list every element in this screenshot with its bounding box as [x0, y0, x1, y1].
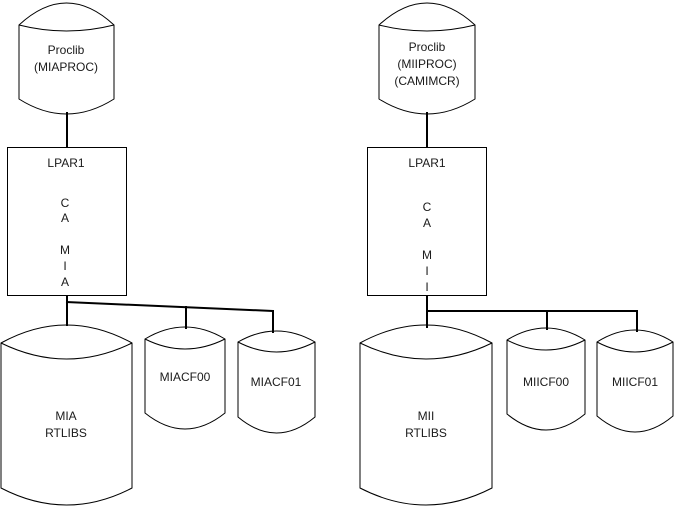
mia-lpar1-title: LPAR1 [47, 156, 84, 170]
mia-lpar1-letter-3: M [60, 243, 70, 257]
mia-proclib-label-line2: (MIAPROC) [34, 60, 98, 74]
mia-rtlibs-cylinder-top-arc [0, 342, 133, 360]
mii-proclib-cylinder-top-arc [378, 24, 476, 32]
miacf00-label: MIACF00 [160, 370, 211, 384]
mii-lpar1-letter-2: A [423, 216, 431, 230]
mii-proclib-label-line1: Proclib [409, 40, 446, 54]
mia-branch-connector [65, 301, 274, 312]
miacf01-cylinder-top-arc [237, 341, 316, 353]
mia-lpar1-letter-4: I [63, 259, 66, 273]
mia-rtlibs-label-line2: RTLIBS [45, 426, 87, 440]
miicf01-cylinder-top-arc [596, 341, 674, 353]
miacf01-label: MIACF01 [251, 375, 302, 389]
miicf00-cylinder-top-arc [506, 339, 586, 351]
miacf00-cylinder [144, 326, 226, 430]
mia-proclib-cylinder-top-arc [18, 24, 115, 32]
miacf00-cylinder-top-arc [144, 338, 226, 350]
mia-lpar1-letter-5: A [61, 275, 69, 289]
mii-lpar1-letter-5: I [425, 280, 428, 294]
miacf01-cylinder [237, 330, 316, 434]
mia-rtlibs-label-line1: MIA [55, 409, 76, 423]
mia-proclib-label-line1: Proclib [48, 43, 85, 57]
mia-lpar1-letter-2: A [61, 211, 69, 225]
miicf01-label: MIICF01 [612, 375, 658, 389]
mia-lpar1-box [7, 147, 127, 296]
mii-rtlibs-label-line1: MII [418, 409, 435, 423]
mii-lpar1-box [367, 147, 487, 296]
mii-diagram: Proclib (MIIPROC) (CAMIMCR) LPAR1 C A M … [359, 2, 674, 506]
mii-lpar1-letter-1: C [423, 200, 432, 214]
miicf00-label: MIICF00 [523, 375, 569, 389]
mii-rtlibs-label-line2: RTLIBS [405, 426, 447, 440]
mii-proclib-label-line2: (MIIPROC) [397, 57, 456, 71]
mii-rtlibs-cylinder-top-arc [359, 342, 493, 360]
mii-proclib-label-line3: (CAMIMCR) [394, 74, 459, 88]
mii-lpar1-title: LPAR1 [408, 156, 445, 170]
mii-rtlibs-cylinder [359, 324, 493, 506]
mii-lpar1-letter-4: I [425, 264, 428, 278]
mia-diagram: Proclib (MIAPROC) LPAR1 C A M I A MIA RT… [0, 2, 316, 506]
miicf00-cylinder [506, 327, 586, 431]
mia-proclib-cylinder [18, 2, 115, 115]
mii-proclib-cylinder [378, 2, 476, 115]
mii-lpar1-letter-3: M [422, 248, 432, 262]
mia-lpar1-letter-1: C [61, 196, 70, 210]
miicf01-cylinder [596, 329, 674, 433]
mia-rtlibs-cylinder [0, 324, 133, 506]
